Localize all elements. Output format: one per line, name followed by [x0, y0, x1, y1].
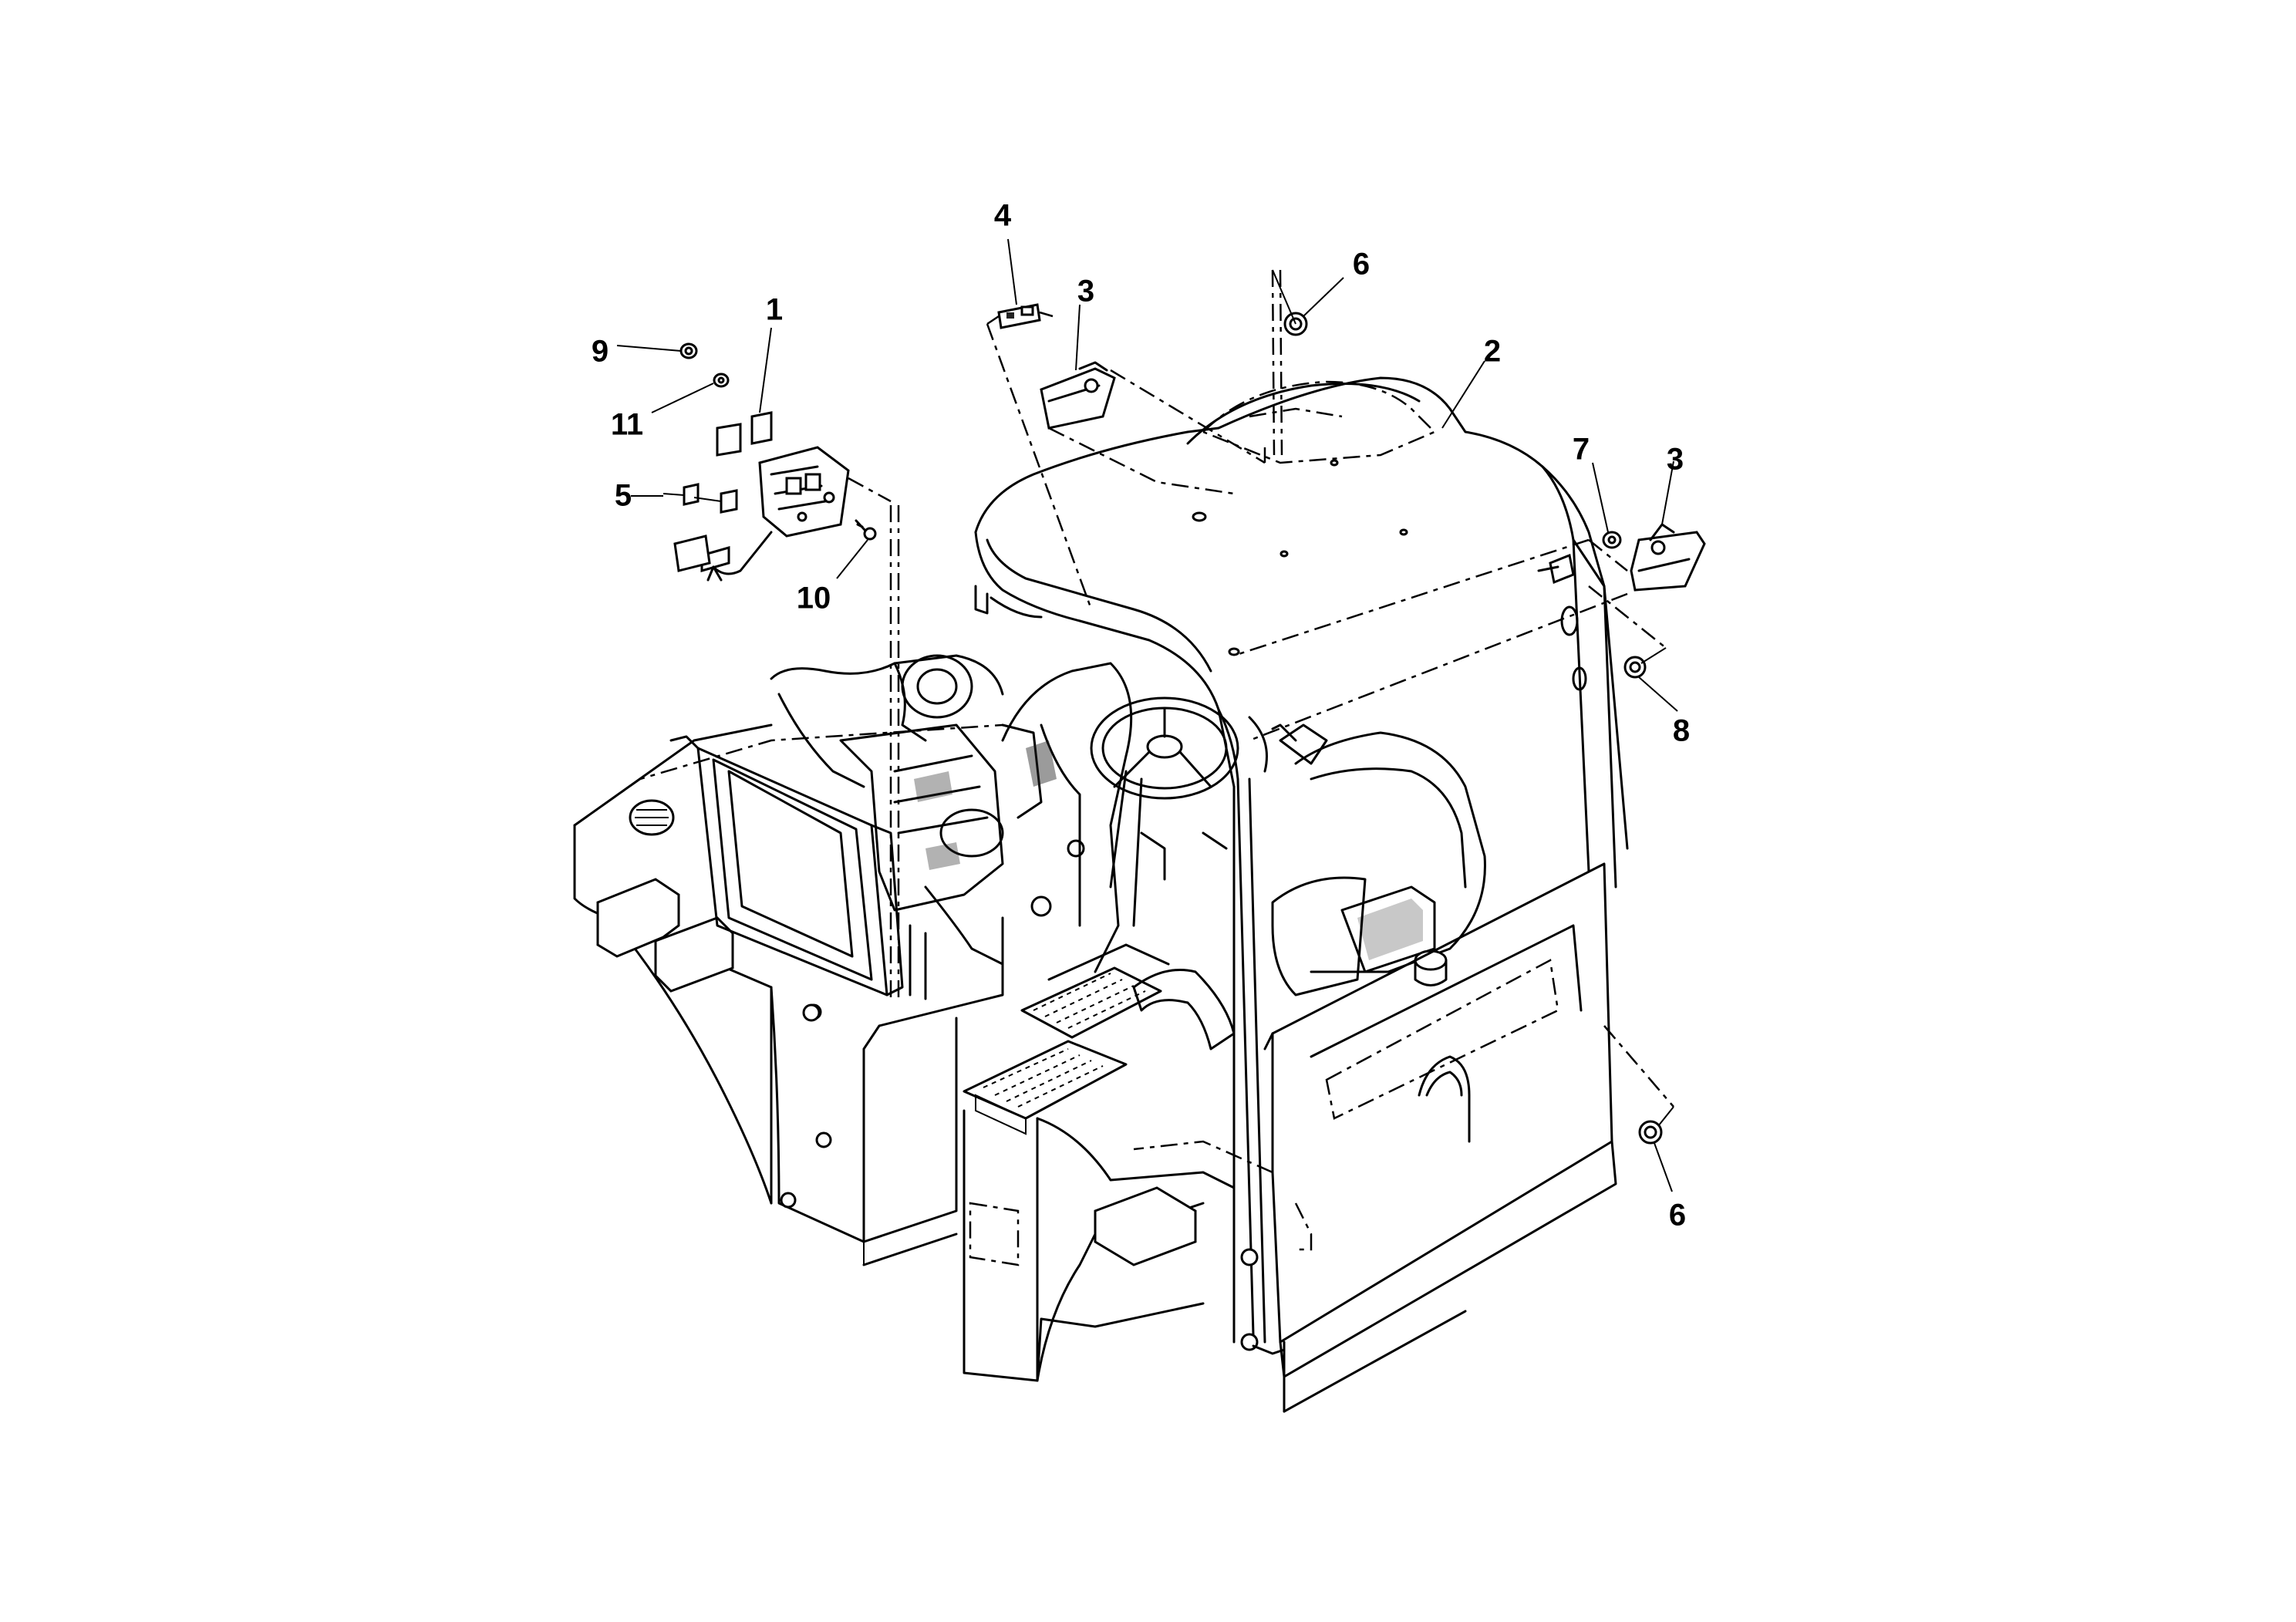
assembly-lines [663, 269, 1674, 1127]
callout-5: 5 [615, 479, 632, 513]
engine [770, 654, 1085, 1000]
callout-4: 4 [994, 199, 1012, 233]
radiator [669, 735, 904, 1022]
callout-8: 8 [1673, 714, 1690, 748]
leader-7 [1592, 462, 1609, 533]
callout-10: 10 [797, 582, 831, 615]
leader-11 [651, 383, 714, 413]
leader-2 [1441, 360, 1485, 429]
callout-3: 3 [1077, 275, 1094, 309]
callout-labels: 1 2 3 3 4 5 6 6 7 8 9 10 11 [592, 199, 1690, 1233]
leader-10 [836, 539, 868, 579]
rops-canopy [974, 376, 1629, 1355]
callout-2: 2 [1484, 335, 1501, 369]
callout-leaders [616, 238, 1678, 1192]
callout-7: 7 [1573, 433, 1590, 467]
callout-9: 9 [592, 335, 609, 369]
engine-compartment [573, 723, 1004, 1266]
leader-6a [1303, 277, 1344, 317]
callout-1: 1 [766, 293, 783, 327]
leader-3a [1075, 304, 1081, 371]
leader-8 [1638, 676, 1678, 712]
callout-11: 11 [611, 408, 643, 442]
loose-parts [673, 303, 1706, 1145]
leader-3b [1661, 460, 1674, 525]
operator-seat [1271, 723, 1486, 996]
leader-6b [1654, 1142, 1673, 1192]
callout-6: 6 [1669, 1199, 1686, 1233]
leader-1 [759, 327, 772, 413]
leader-9 [616, 345, 682, 352]
callout-6: 6 [1353, 248, 1370, 282]
rear-hood [1132, 862, 1617, 1413]
callout-3: 3 [1667, 443, 1684, 477]
operator-platform [963, 662, 1239, 1382]
leader-4 [1007, 238, 1017, 305]
